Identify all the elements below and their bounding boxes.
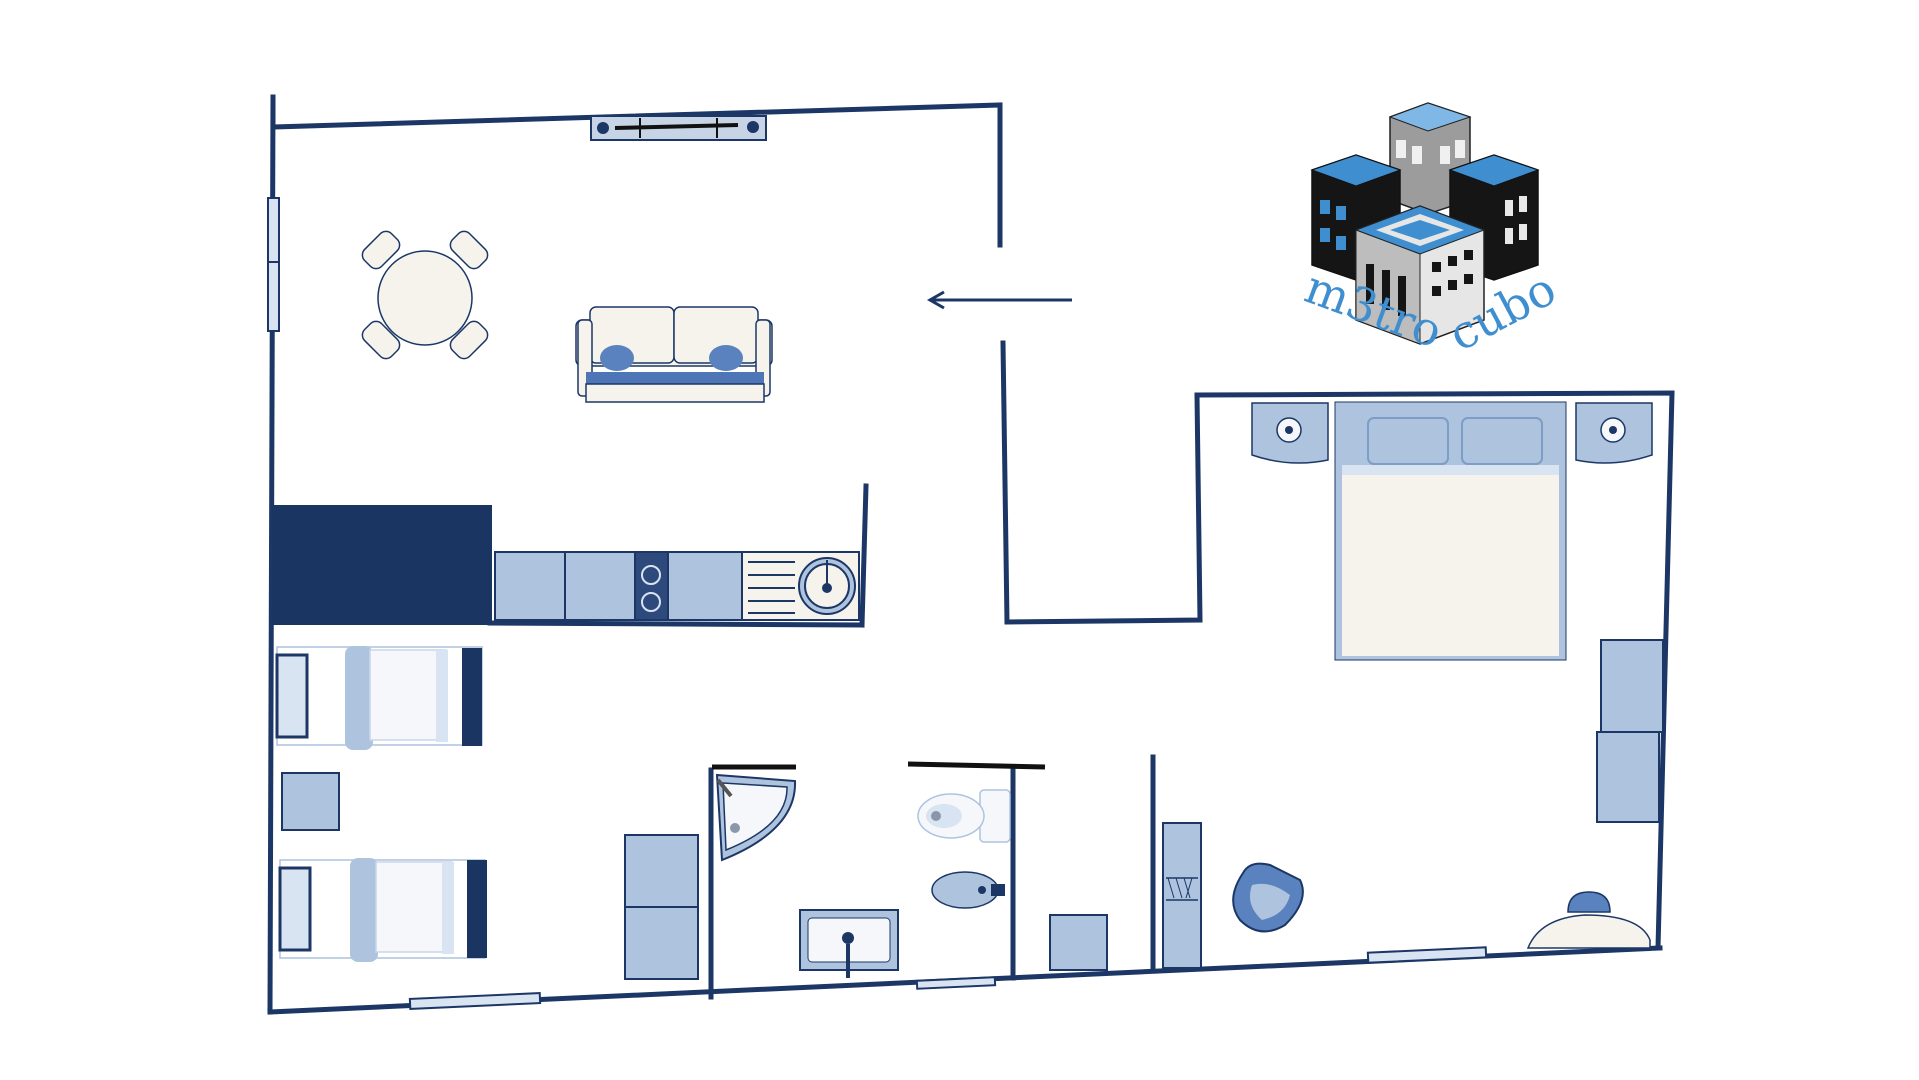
radiator-north — [590, 115, 767, 141]
navy-storage-block — [272, 505, 492, 625]
desk-icon — [1526, 891, 1651, 949]
nightstand-left — [281, 772, 340, 831]
bedside-lamp-left — [1251, 402, 1329, 464]
wall-entrance-lower — [1000, 340, 1010, 625]
door-headers — [712, 761, 1046, 770]
bedside-lamp-right — [1575, 402, 1653, 464]
window-south-right — [1366, 946, 1488, 964]
wall-hall-bed — [1004, 390, 1675, 951]
sofa-icon — [575, 306, 773, 403]
washbasin-icon — [799, 909, 899, 978]
window-south-left — [408, 992, 542, 1010]
armchair-icon — [1232, 862, 1304, 933]
single-bed-icon-1 — [275, 646, 483, 750]
round-table-icon — [361, 230, 489, 360]
bidet-icon — [931, 871, 1005, 909]
metro-cubo-logo: m3tro cubo — [1298, 102, 1565, 362]
windows — [267, 197, 1488, 1010]
double-bed-icon — [1334, 401, 1567, 661]
wardrobe-left — [624, 834, 699, 980]
sink-icon — [748, 557, 856, 615]
cabinet-hall — [1049, 914, 1108, 971]
closet-rack — [1162, 822, 1202, 969]
window-west — [267, 197, 280, 332]
single-bed-icon-2 — [278, 858, 487, 962]
window-south-mid — [915, 976, 997, 990]
wall-kitchen-east — [859, 483, 869, 628]
toilet-icon — [917, 789, 1011, 843]
wall-kitchen-south — [487, 620, 865, 628]
shower-icon — [715, 773, 797, 862]
arrow-left-icon — [926, 290, 1072, 310]
wardrobe-right — [1596, 639, 1664, 823]
